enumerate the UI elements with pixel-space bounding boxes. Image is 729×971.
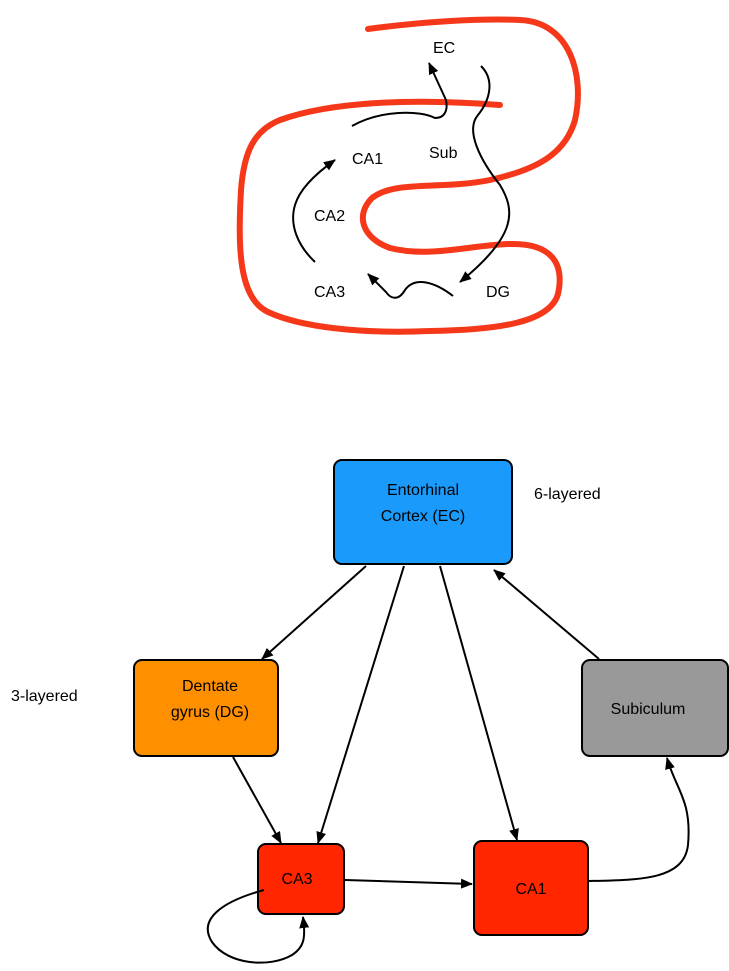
hippocampus-outline [236,16,581,335]
dg-to-ca3-arrow [232,756,282,844]
ec-to-dg-arrow [261,565,367,660]
ca1-node: CA1 [473,840,589,936]
subiculum-box [581,659,729,757]
ec-layer-note: 6-layered [534,486,601,503]
dg-box-line1: Dentate [182,678,238,695]
ec-node: Entorhinal Cortex (EC) [333,459,513,565]
dg-box-line2: gyrus (DG) [171,704,249,721]
ec-to-ca1-arrow [439,565,519,841]
sketch-label-ca1: CA1 [352,151,383,168]
ca3-recurrent-loop-arrow [206,889,310,964]
ec-to-ca3-arrow [316,565,405,844]
subiculum-node: Subiculum [581,659,729,757]
sketch-label-ec: EC [433,40,455,57]
ca1-box [473,840,589,936]
sketch-label-ca2: CA2 [314,208,345,225]
sketch-label-dg: DG [486,284,510,301]
subiculum-to-ec-arrow [493,569,600,660]
ec-to-dg-arrow [459,65,511,283]
sketch-label-ca3: CA3 [314,284,345,301]
dg-node: Dentate gyrus (DG) [133,659,279,757]
subiculum-box-label: Subiculum [611,701,686,718]
dg-layer-note: 3-layered [11,688,78,705]
ec-box-line1: Entorhinal [387,482,459,499]
ec-box [333,459,513,565]
ec-box-line2: Cortex (EC) [381,508,465,525]
ca1-box-label: CA1 [515,881,546,898]
dg-to-ca3-arrow [367,273,454,299]
dg-box [133,659,279,757]
ca3-node: CA3 [257,843,345,915]
ca3-to-ca1-arrow [292,159,336,263]
hippocampus-flow: Entorhinal Cortex (EC) 6-layered Dentate… [11,459,729,964]
ca1-to-subiculum-arrow [588,757,690,882]
ca3-box-label: CA3 [281,871,312,888]
ca3-to-ca1-arrow [344,878,473,889]
ca3-box [257,843,345,915]
sketch-label-sub: Sub [429,145,458,162]
hippocampus-sketch: EC Sub CA1 CA2 CA3 DG [236,16,581,335]
sub-to-ec-arrow [351,62,448,127]
